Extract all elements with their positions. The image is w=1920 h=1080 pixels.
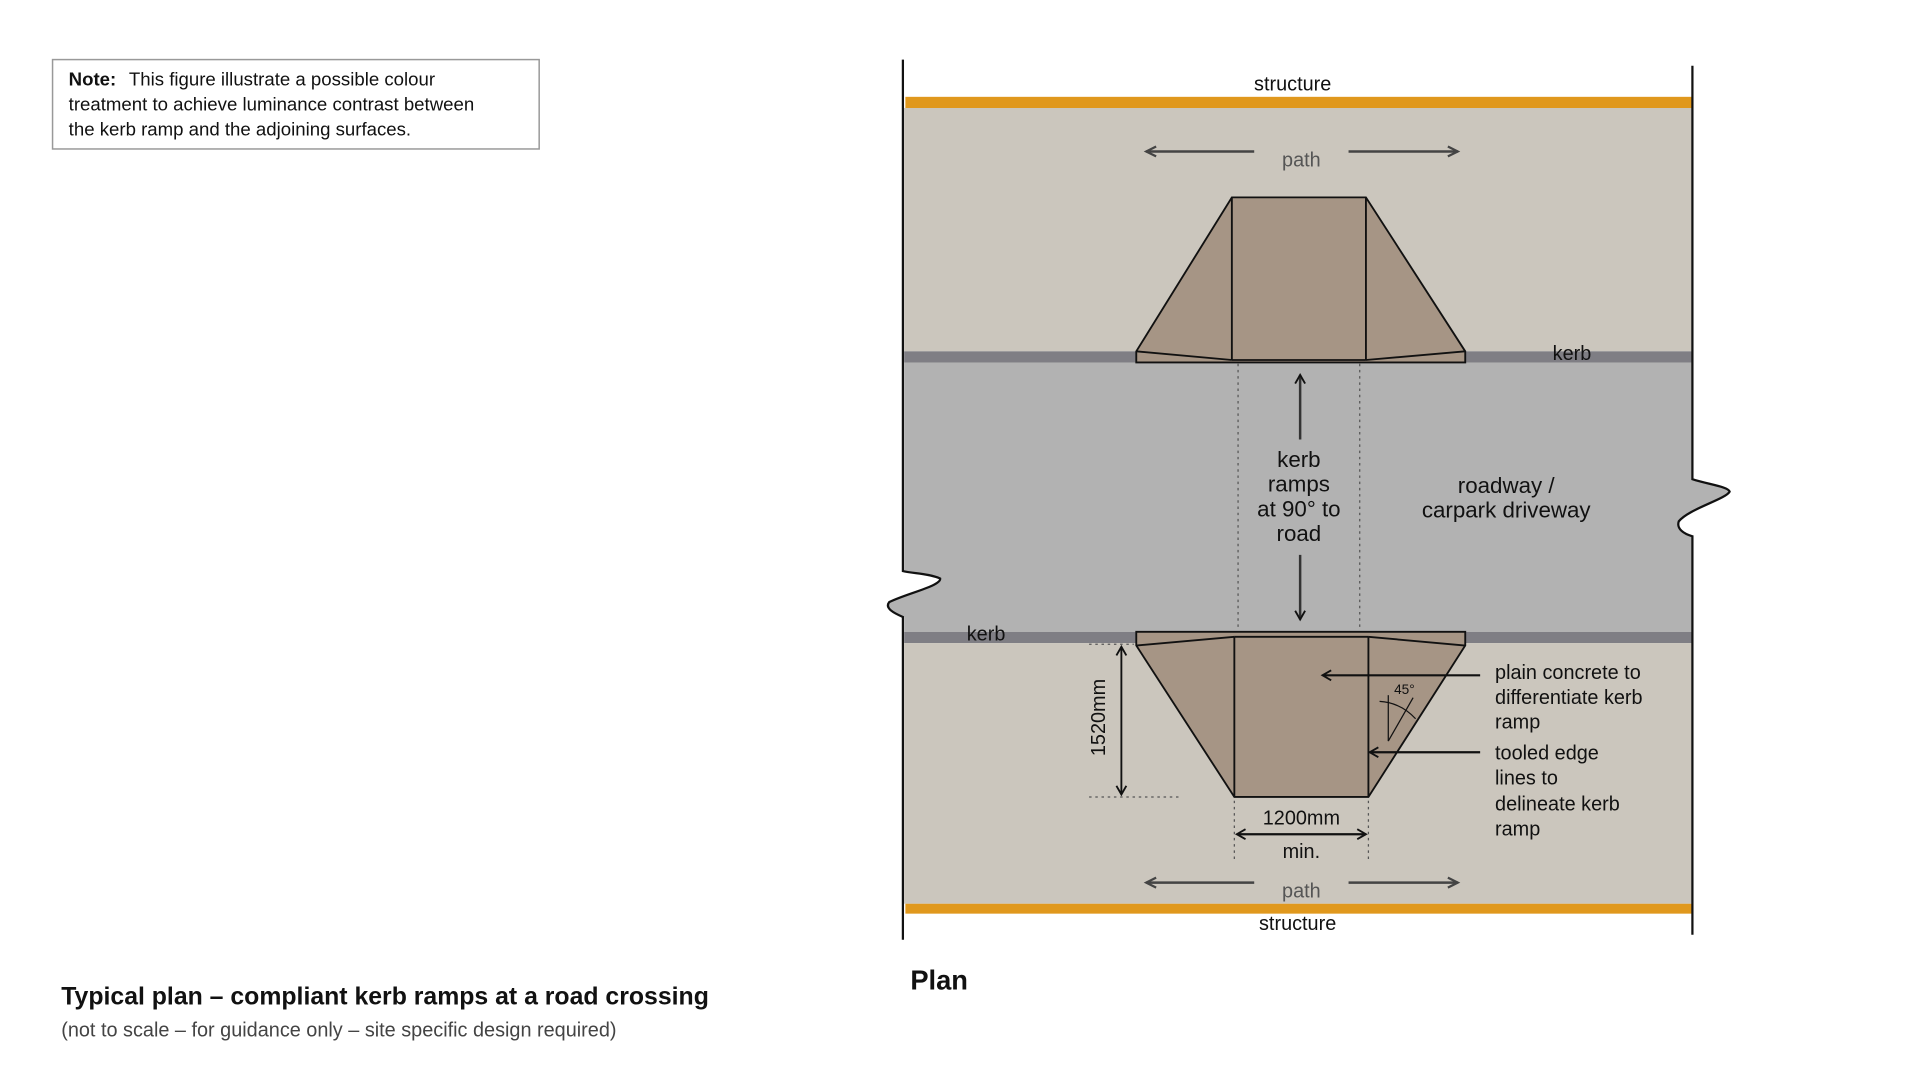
kerb-ramp-top xyxy=(1135,196,1467,364)
structure-top-label: structure xyxy=(1254,74,1331,96)
ramps-label-line-3: at 90° to xyxy=(1257,496,1340,521)
ramps-label-line-2: ramps xyxy=(1268,472,1330,497)
path-top-label: path xyxy=(1282,149,1321,171)
tooled-callout-line-4: ramp xyxy=(1495,818,1540,840)
depth-dimension-label: 1520mm xyxy=(1088,679,1110,756)
kerb-top-label: kerb xyxy=(1553,343,1592,365)
tooled-callout-line-3: delineate kerb xyxy=(1495,794,1620,816)
view-label: Plan xyxy=(910,964,968,995)
concrete-callout-line-3: ramp xyxy=(1495,712,1540,734)
left-break-line xyxy=(886,59,942,940)
path-bottom-label: path xyxy=(1282,881,1321,903)
ramps-at-90-label: kerb ramps at 90° to road xyxy=(1257,447,1340,546)
kerb-ramp-bottom xyxy=(1135,630,1467,798)
tooled-callout-line-2: lines to xyxy=(1495,768,1558,790)
note-line-2: treatment to achieve luminance contrast … xyxy=(69,93,475,114)
roadway xyxy=(887,362,1730,632)
width-dimension-min-label: min. xyxy=(1283,841,1321,863)
ramps-label-line-4: road xyxy=(1277,521,1322,546)
alignment-dotted-lines xyxy=(1089,363,1370,860)
figure-title: Typical plan – compliant kerb ramps at a… xyxy=(61,983,709,1010)
angle-label: 45° xyxy=(1394,682,1415,697)
note-label: Note: xyxy=(69,69,117,90)
roadway-label-line-2: carpark driveway xyxy=(1422,498,1592,523)
ramps-label-line-1: kerb xyxy=(1277,447,1320,472)
kerb-bottom-label: kerb xyxy=(967,624,1006,646)
note-line-3: the kerb ramp and the adjoining surfaces… xyxy=(69,118,411,139)
angle-45-indicator xyxy=(1379,695,1417,742)
roadway-label-line-1: roadway / xyxy=(1458,473,1556,498)
tooled-callout-line-1: tooled edge xyxy=(1495,743,1599,765)
svg-text:Note: This figure illust: Note: This figure illustrate a possible … xyxy=(69,69,435,90)
figure-subtitle: (not to scale – for guidance only – site… xyxy=(61,1020,616,1042)
concrete-callout-line-2: differentiate kerb xyxy=(1495,687,1643,709)
note-box: Note: This figure illustrate a possible … xyxy=(51,58,540,150)
structure-bottom-label: structure xyxy=(1259,913,1336,935)
concrete-callout-line-1: plain concrete to xyxy=(1495,662,1641,684)
note-line-1: This figure illustrate a possible colour xyxy=(129,69,435,90)
width-dimension-label: 1200mm xyxy=(1263,807,1340,829)
structure-top xyxy=(905,96,1693,108)
right-break-line xyxy=(1677,65,1731,935)
structure-bottom xyxy=(905,903,1693,914)
